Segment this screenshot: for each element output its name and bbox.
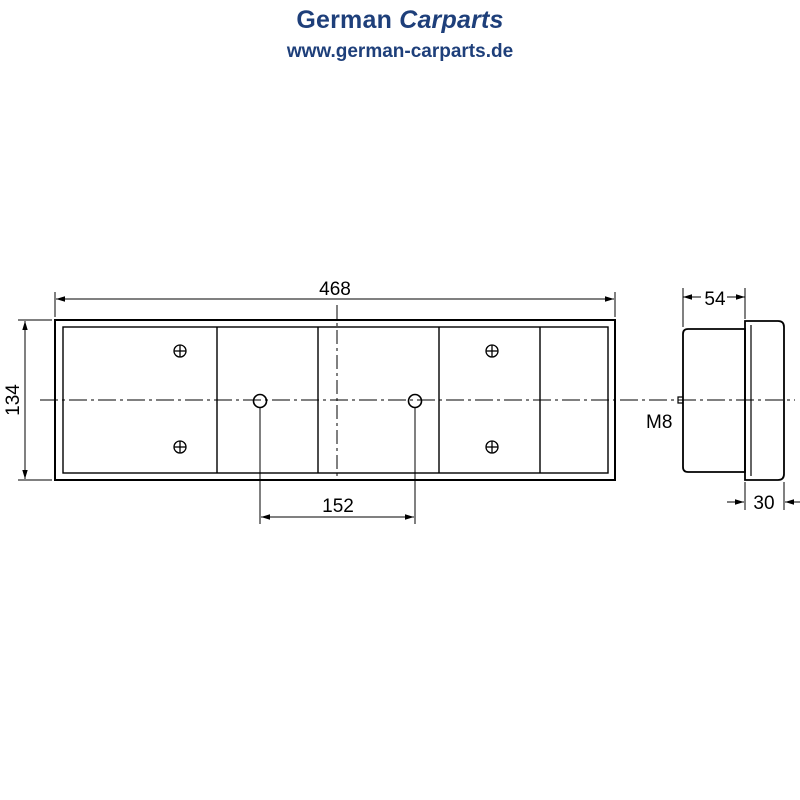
dimension-overall-width [54,292,616,317]
dimension-label-width: 468 [319,279,351,300]
dimension-depth [682,288,746,327]
dimension-hole-spacing [259,408,416,524]
screw-icon [485,440,499,454]
dimension-height [18,319,52,481]
screw-icon [173,440,187,454]
mounting-hole-left [252,393,268,409]
brand-url: www.german-carparts.de [286,41,514,62]
side-housing-body [682,328,746,473]
screw-icon [173,344,187,358]
m8-stud [677,396,683,404]
dimension-lens-depth [727,482,800,510]
brand-name-second: Carparts [399,6,504,34]
brand-logo: German Carparts www.german-carparts.de [0,4,800,64]
thread-label-m8: M8 [646,412,672,433]
side-lens [744,320,785,481]
dimension-label-lens-depth: 30 [753,493,774,514]
brand-name-first: German [296,6,393,34]
front-view [40,305,795,481]
mounting-hole-right [407,393,423,409]
dimension-label-hole-spacing: 152 [322,496,354,517]
side-view [677,320,785,481]
screw-icon [485,344,499,358]
dimension-label-height: 134 [3,384,24,416]
brand-name: German Carparts [0,4,800,36]
dimension-label-depth: 54 [704,289,726,310]
